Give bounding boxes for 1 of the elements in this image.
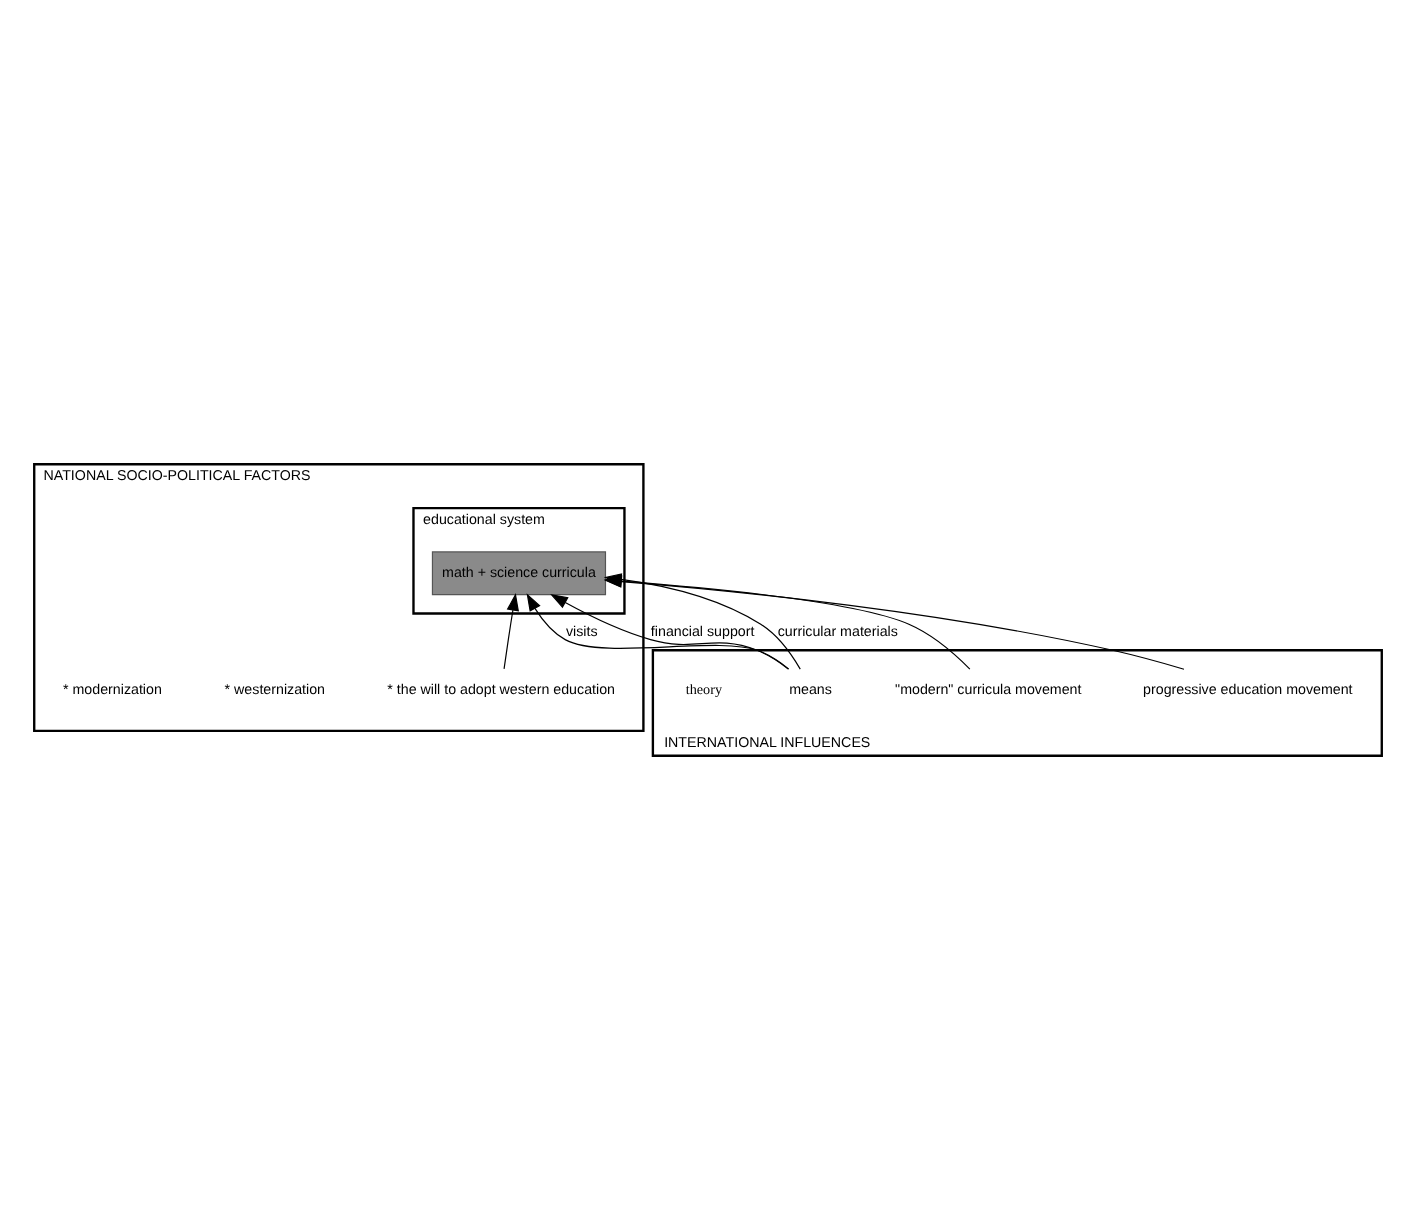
arrow (503, 593, 519, 670)
